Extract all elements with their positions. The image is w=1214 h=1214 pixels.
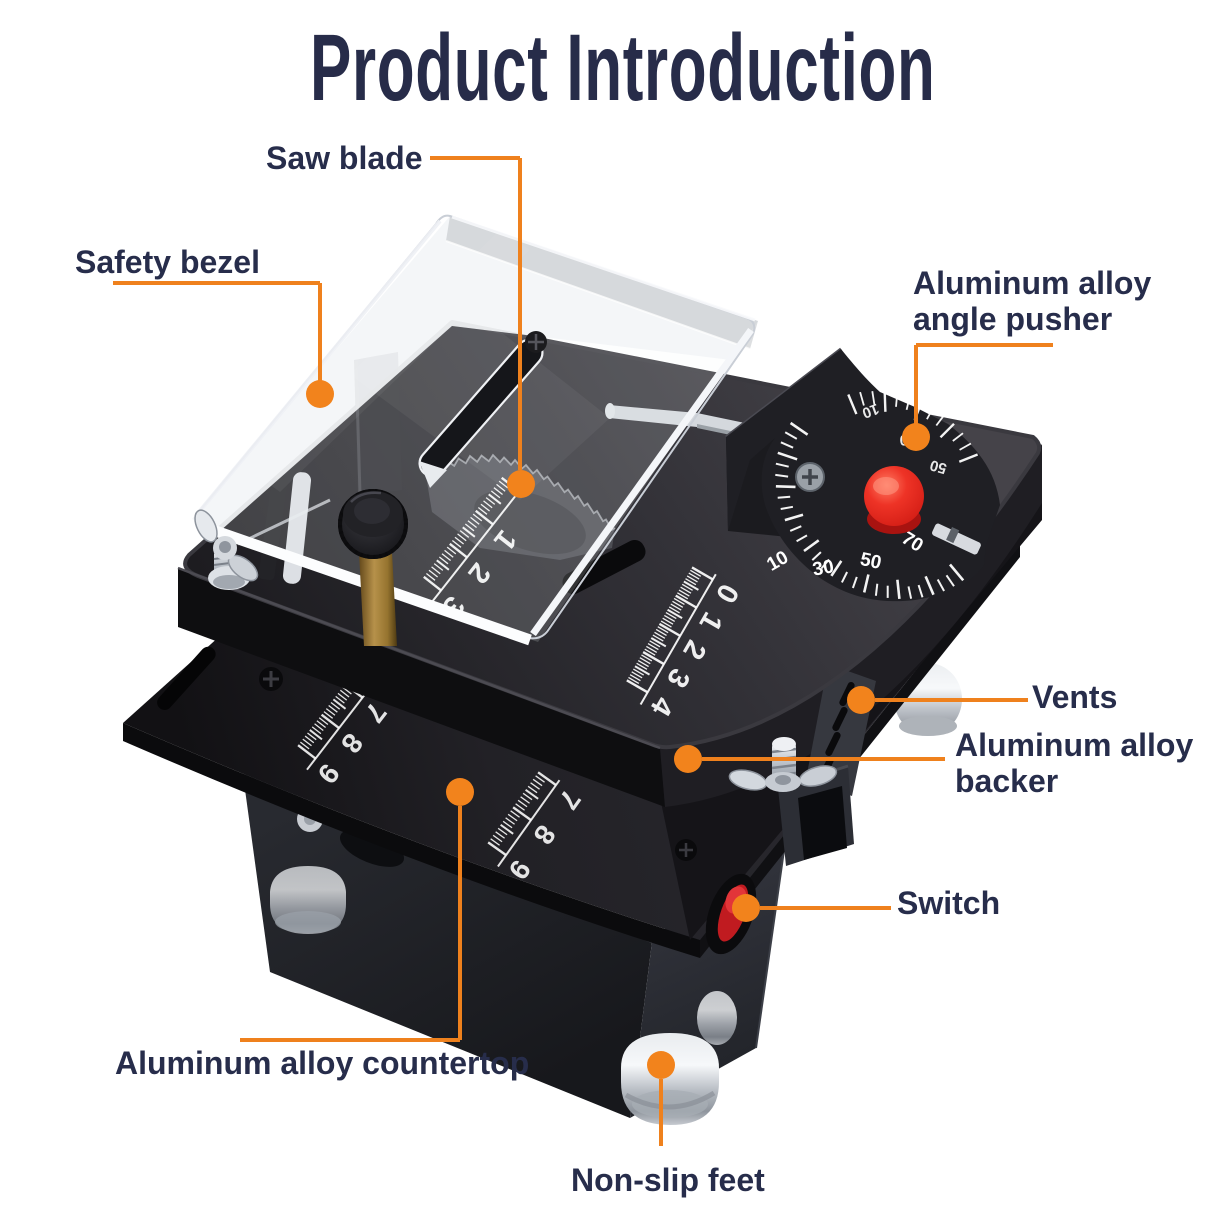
svg-text:30: 30 xyxy=(811,556,835,580)
svg-text:50: 50 xyxy=(928,456,949,477)
svg-text:10: 10 xyxy=(860,400,881,422)
svg-text:50: 50 xyxy=(858,549,883,574)
